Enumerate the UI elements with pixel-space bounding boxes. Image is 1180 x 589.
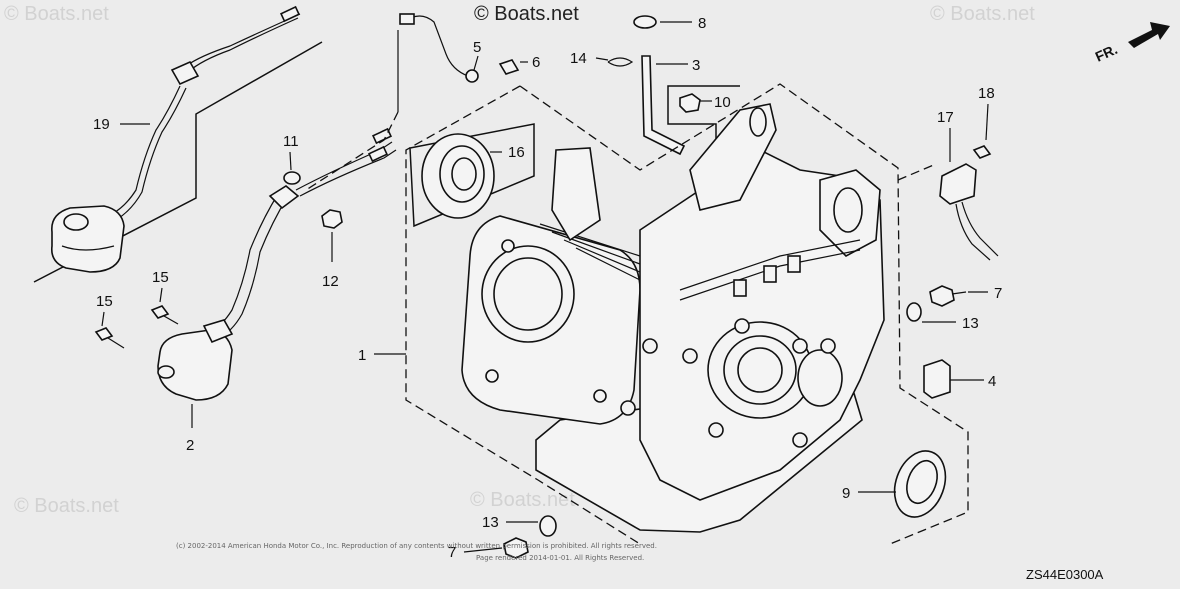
callout-16: 16 bbox=[508, 144, 525, 161]
callout-13-bottom: 13 bbox=[482, 514, 499, 531]
bearing-16 bbox=[421, 133, 495, 219]
bolt-7-right-shank bbox=[951, 291, 967, 295]
oil-level-wire bbox=[403, 15, 469, 77]
bolt-18 bbox=[972, 145, 992, 159]
wire-terminal-5 bbox=[465, 69, 479, 83]
nut-12 bbox=[321, 209, 343, 229]
watermark-top-left: © Boats.net bbox=[4, 3, 109, 25]
leader-18 bbox=[985, 103, 989, 141]
leader-15-lower bbox=[101, 311, 105, 327]
callout-10: 10 bbox=[714, 94, 731, 111]
leader-15-upper bbox=[159, 287, 163, 303]
bolt-15-lower bbox=[94, 327, 125, 349]
ignition-coil-assembly bbox=[33, 5, 323, 283]
leader-14 bbox=[595, 57, 609, 61]
bolt-7-bottom bbox=[503, 537, 529, 559]
callout-18: 18 bbox=[978, 85, 995, 102]
washer-13-bottom bbox=[539, 515, 557, 537]
grommet-4 bbox=[923, 359, 951, 399]
part-10 bbox=[679, 93, 701, 113]
crankcase-1 bbox=[461, 103, 885, 533]
front-direction-label: FR. bbox=[1093, 41, 1120, 65]
bearing-box bbox=[409, 123, 535, 228]
leader-7-bottom bbox=[463, 547, 503, 553]
callout-4: 4 bbox=[988, 373, 996, 390]
oil-wire-connector bbox=[399, 13, 415, 25]
diagram-code: ZS44E0300A bbox=[1026, 567, 1104, 582]
callout-14: 14 bbox=[570, 50, 587, 67]
callout-9: 9 bbox=[842, 485, 850, 502]
rod-3 bbox=[641, 55, 686, 156]
callout-19: 19 bbox=[93, 116, 110, 133]
callout-5: 5 bbox=[473, 39, 481, 56]
copyright-line-1: (c) 2002-2014 American Honda Motor Co., … bbox=[176, 542, 657, 550]
callout-6: 6 bbox=[532, 54, 540, 71]
crankcase-boundary-right bbox=[519, 83, 969, 545]
callout-17: 17 bbox=[937, 109, 954, 126]
watermark-bottom-center: © Boats.net bbox=[470, 489, 575, 511]
bolt-7-right bbox=[929, 285, 955, 307]
callout-7-right: 7 bbox=[994, 285, 1002, 302]
callout-12: 12 bbox=[322, 273, 339, 290]
watermark-top-center: © Boats.net bbox=[474, 3, 579, 25]
wire-route-dashed bbox=[305, 111, 399, 191]
washer-8 bbox=[633, 15, 657, 29]
sensor-route bbox=[897, 163, 937, 181]
bolt-15-upper bbox=[150, 305, 179, 325]
clip-14 bbox=[607, 57, 634, 67]
washer-13-right bbox=[906, 302, 922, 322]
sensor-17 bbox=[939, 163, 999, 261]
callout-13-right: 13 bbox=[962, 315, 979, 332]
ignition-coil bbox=[157, 127, 397, 401]
callout-2: 2 bbox=[186, 437, 194, 454]
leader-5 bbox=[473, 55, 479, 71]
crankcase-boundary-left bbox=[405, 85, 641, 545]
watermark-top-right: © Boats.net bbox=[930, 3, 1035, 25]
callout-1: 1 bbox=[358, 347, 366, 364]
callout-7-bottom: 7 bbox=[448, 544, 456, 561]
callout-15-lower: 15 bbox=[96, 293, 113, 310]
watermark-bottom-left: © Boats.net bbox=[14, 495, 119, 517]
callout-11: 11 bbox=[283, 133, 299, 150]
callout-3: 3 bbox=[692, 57, 700, 74]
front-direction-arrow: FR. bbox=[1093, 22, 1170, 65]
oil-seal-9 bbox=[893, 450, 947, 518]
leader-11 bbox=[289, 151, 292, 171]
callout-15-upper: 15 bbox=[152, 269, 169, 286]
washer-11 bbox=[283, 171, 301, 185]
copyright-line-2: Page rendered 2014-01-01. All Rights Res… bbox=[476, 554, 644, 562]
callout-8: 8 bbox=[698, 15, 706, 32]
bolt-6 bbox=[498, 59, 520, 75]
